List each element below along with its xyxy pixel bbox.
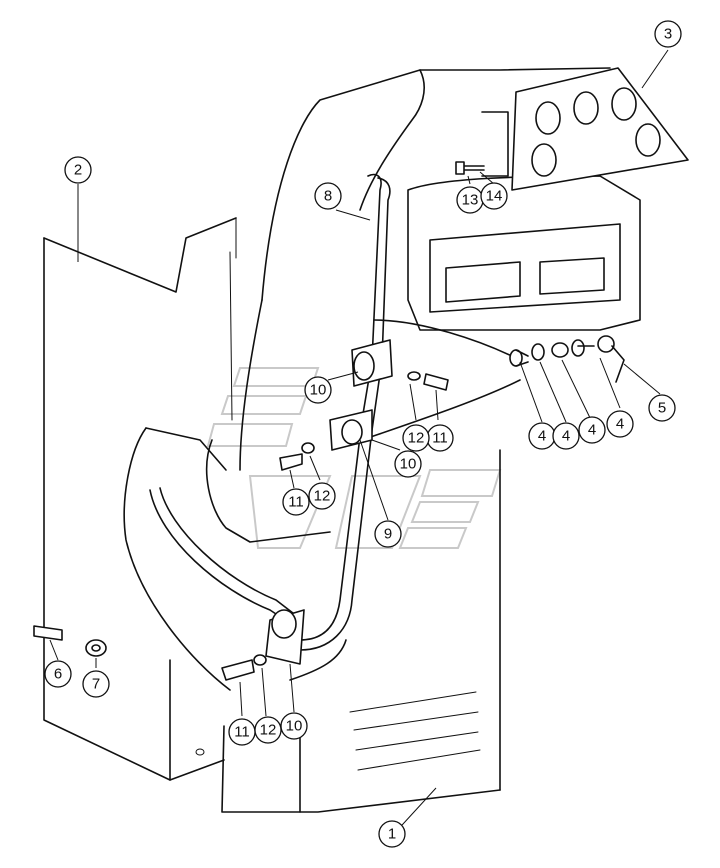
clamp-lower (265, 609, 305, 665)
callout-4b: 4 (552, 422, 580, 450)
svg-text:3: 3 (664, 26, 672, 43)
bolt-lower (221, 654, 267, 681)
svg-text:12: 12 (314, 488, 331, 505)
harness-bracket (123, 427, 347, 691)
svg-text:10: 10 (310, 382, 327, 399)
bolt-middle (279, 442, 315, 471)
callout-4d: 4 (606, 410, 634, 438)
side-panel (43, 217, 237, 781)
svg-text:4: 4 (562, 428, 570, 445)
svg-text:4: 4 (616, 416, 624, 433)
svg-text:11: 11 (288, 494, 304, 511)
callout-11c: 11 (228, 718, 256, 746)
callout-1: 1 (378, 820, 406, 848)
callout-10c: 10 (280, 712, 308, 740)
callout-12b: 12 (308, 482, 336, 510)
switch-plate (511, 67, 689, 191)
callout-4a: 4 (528, 422, 556, 450)
nut-7 (85, 639, 107, 657)
svg-text:9: 9 (384, 526, 392, 543)
svg-text:1: 1 (388, 826, 396, 843)
callout-7: 7 (82, 670, 110, 698)
svg-text:5: 5 (658, 400, 666, 417)
callout-9: 9 (374, 520, 402, 548)
svg-text:11: 11 (234, 724, 250, 741)
wire-harness (149, 173, 521, 651)
callout-3: 3 (654, 20, 682, 48)
callout-11b: 11 (282, 488, 310, 516)
svg-text:12: 12 (260, 722, 277, 739)
callout-13: 13 (456, 186, 484, 214)
callout-12a: 12 (402, 424, 430, 452)
svg-text:4: 4 (538, 428, 546, 445)
svg-text:4: 4 (588, 422, 596, 439)
callout-6: 6 (44, 660, 72, 688)
callout-5: 5 (648, 394, 676, 422)
bolt-upper (407, 371, 449, 391)
callout-10a: 10 (304, 376, 332, 404)
svg-text:7: 7 (92, 676, 100, 693)
cab-housing (239, 67, 641, 471)
callout-4c: 4 (578, 416, 606, 444)
screw-13 (455, 161, 485, 175)
bolt-6 (33, 625, 63, 641)
callout-10b: 10 (394, 450, 422, 478)
svg-text:6: 6 (54, 666, 62, 683)
svg-text:12: 12 (408, 430, 425, 447)
leader-lines (43, 49, 669, 837)
svg-text:14: 14 (486, 188, 503, 205)
svg-text:8: 8 (324, 188, 332, 205)
switch-row (509, 335, 625, 383)
svg-text:2: 2 (74, 162, 82, 179)
callout-11a: 11 (426, 424, 454, 452)
watermark-logo (206, 367, 502, 549)
front-cover (169, 449, 501, 813)
callout-2: 2 (64, 156, 92, 184)
svg-text:13: 13 (462, 192, 479, 209)
callout-8: 8 (314, 182, 342, 210)
callout-14: 14 (480, 182, 508, 210)
svg-text:10: 10 (286, 718, 303, 735)
clamp-middle (329, 409, 373, 451)
clamp-upper (351, 339, 393, 387)
svg-text:11: 11 (432, 430, 448, 447)
svg-text:10: 10 (400, 456, 417, 473)
callout-12c: 12 (254, 716, 282, 744)
